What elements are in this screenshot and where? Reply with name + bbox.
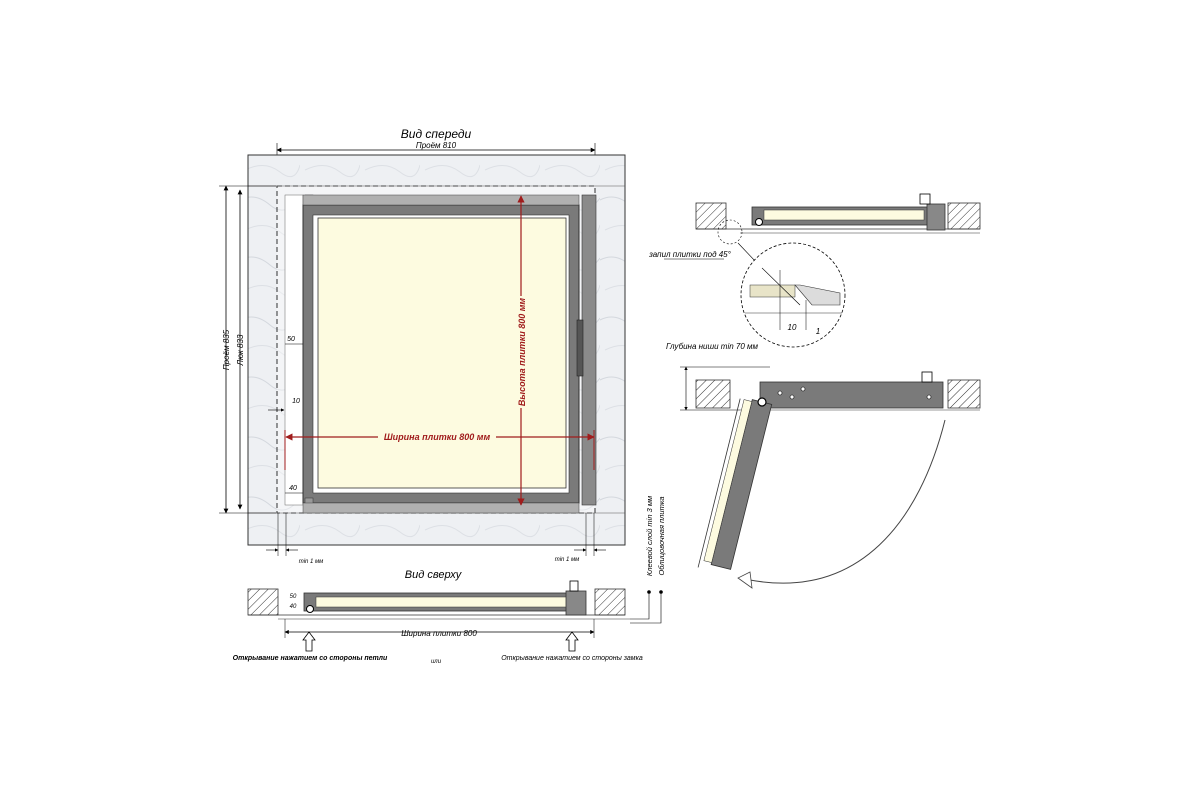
- right-wall-section: [594, 588, 626, 616]
- top-tile-width-label: Ширина плитки 800: [401, 629, 477, 638]
- gap-right-label: min 1 мм: [555, 557, 580, 563]
- detail-dim-10: 10: [788, 323, 797, 332]
- top-dim-40: 40: [290, 604, 297, 610]
- open-hinge-label: Открывание нажатием со стороны петли: [233, 655, 388, 662]
- gap-left-label: min 1 мм: [299, 559, 324, 565]
- closed-section-view: запил плитки под 45° 10 1: [648, 193, 981, 348]
- top-view-title: Вид сверху: [405, 569, 463, 581]
- niche-depth-label: Глубина ниши min 70 мм: [666, 342, 759, 351]
- lock-block: [565, 590, 587, 616]
- glue-layer-label: Клеевой слой min 3 мм: [645, 496, 654, 576]
- opening-height-label: Проём 835: [222, 329, 231, 370]
- hinge-pivot: [306, 605, 314, 613]
- tile-width-label: Ширина плитки 800 мм: [384, 432, 491, 442]
- left-wall-section: [247, 588, 279, 616]
- facing-tile-label: Облицовочная плитка: [657, 496, 666, 575]
- open-section-view: Глубина ниши min 70 мм: [666, 342, 981, 589]
- tile-height-label: Высота плитки 800 мм: [517, 298, 527, 407]
- bevel-label: запил плитки под 45°: [648, 250, 731, 259]
- press-hinge-arrow: [302, 631, 316, 652]
- or-label: или: [431, 659, 442, 665]
- dim-10-label: 10: [292, 398, 300, 405]
- lock-latch: [576, 319, 584, 377]
- dim-40-label: 40: [289, 485, 297, 492]
- open-lock-label: Открывание нажатием со стороны замка: [501, 655, 643, 662]
- opening-width-label: Проём 810: [416, 141, 457, 150]
- top-view: Вид сверху 50 40 Ширина плитки 800 Откры…: [233, 496, 666, 665]
- swing-arrow: [749, 419, 946, 584]
- dim-50-label: 50: [287, 336, 295, 343]
- hatch-height-label: Люк 833: [236, 334, 245, 366]
- detail-dim-1: 1: [816, 327, 820, 336]
- front-view-title: Вид спереди: [401, 127, 472, 141]
- hinge-side-gap: [284, 194, 304, 506]
- press-lock-arrow: [565, 631, 579, 652]
- tile-panel: [317, 217, 567, 489]
- front-view: Вид спереди Проём 810 Ширина плитки 800 …: [219, 127, 626, 565]
- open-frame: [759, 381, 944, 409]
- top-dim-50: 50: [290, 594, 297, 600]
